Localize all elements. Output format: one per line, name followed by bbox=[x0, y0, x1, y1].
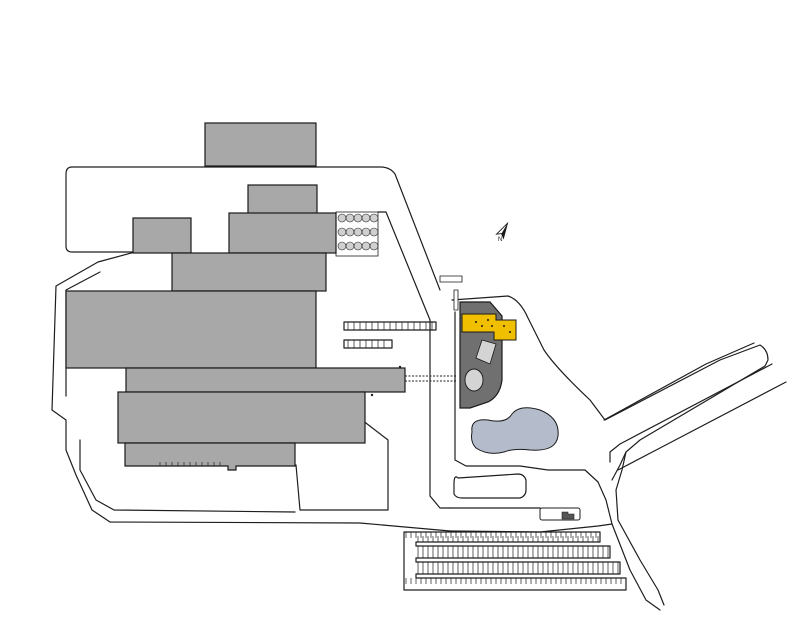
building-loading-dock bbox=[124, 442, 296, 471]
upper-service-lane bbox=[65, 166, 441, 291]
building-corridor bbox=[125, 367, 406, 393]
parking-stalls bbox=[405, 532, 622, 584]
gatehouse bbox=[539, 507, 581, 521]
tank-cluster bbox=[337, 213, 379, 251]
parking-lot-outline bbox=[403, 531, 627, 591]
parking-stalls bbox=[347, 340, 385, 348]
highlighted-structures bbox=[461, 313, 517, 341]
east-building-courtyard bbox=[475, 339, 497, 365]
parking-lot-outline bbox=[343, 321, 437, 331]
building-north-wing-top bbox=[247, 184, 318, 216]
north-arrow-label: N bbox=[498, 237, 502, 243]
pond bbox=[471, 407, 559, 454]
covered-walkway bbox=[370, 365, 456, 397]
south-spine-road-west bbox=[597, 481, 661, 611]
east-building-rotunda bbox=[464, 368, 484, 392]
highlighted-building-markers bbox=[475, 319, 511, 333]
loading-dock-bays bbox=[159, 462, 221, 466]
central-connector-road-edge bbox=[295, 419, 389, 511]
building-main-hall bbox=[65, 290, 317, 369]
main-building-complex bbox=[65, 122, 406, 471]
parking-stalls bbox=[347, 322, 433, 330]
east-building-canopy bbox=[439, 275, 463, 283]
entrance-turnaround bbox=[453, 473, 527, 499]
building-south-hall bbox=[117, 391, 366, 444]
east-building-entrance bbox=[453, 289, 459, 311]
northeast-access-road-lower bbox=[617, 381, 787, 471]
east-campus-road-inner bbox=[454, 311, 773, 483]
west-perimeter-road-outer bbox=[51, 251, 451, 532]
south-spine-road-east bbox=[615, 451, 665, 606]
parking-lot-south bbox=[403, 531, 627, 591]
parking-lot-central-upper bbox=[343, 321, 437, 349]
highlighted-building bbox=[461, 313, 517, 341]
north-arrow-icon bbox=[495, 221, 509, 240]
parking-lot-outline bbox=[343, 339, 393, 349]
building-west-annex bbox=[132, 217, 192, 254]
building-north-wing bbox=[228, 212, 337, 254]
storage-tanks bbox=[335, 211, 379, 257]
northeast-access-road-upper bbox=[603, 342, 755, 421]
road-network bbox=[51, 166, 787, 611]
parking-areas bbox=[335, 211, 627, 591]
building-central-north bbox=[171, 252, 327, 292]
building-north-annex bbox=[204, 122, 317, 167]
central-connector-road bbox=[377, 211, 451, 509]
gatehouse-building bbox=[561, 511, 575, 520]
east-campus-road bbox=[451, 295, 769, 481]
